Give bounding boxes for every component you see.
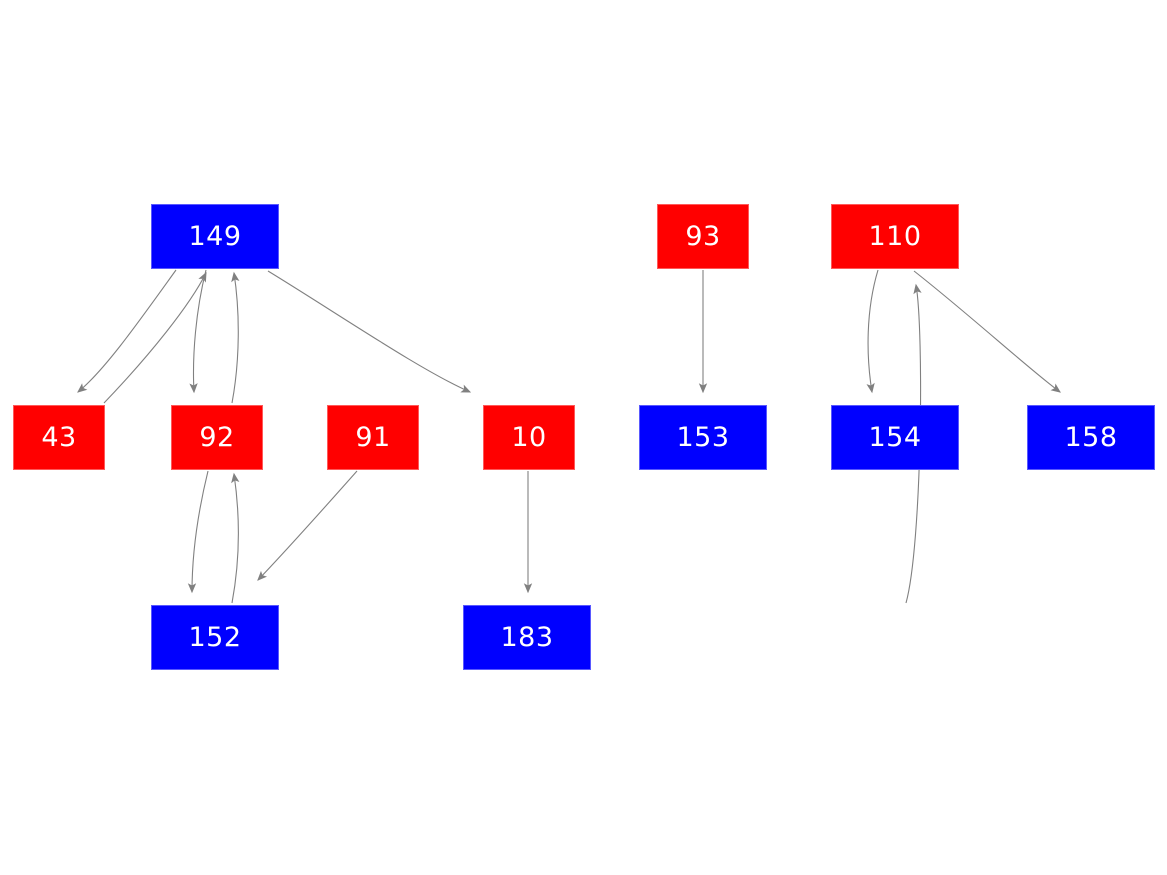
graph-node-label: 92 bbox=[199, 422, 235, 453]
graph-node-110[interactable]: 110 bbox=[831, 204, 959, 269]
graph-node-93[interactable]: 93 bbox=[657, 204, 749, 269]
graph-node-154[interactable]: 154 bbox=[831, 405, 959, 470]
graph-node-label: 183 bbox=[500, 622, 554, 653]
graph-node-label: 149 bbox=[188, 221, 242, 252]
graph-node-label: 10 bbox=[511, 422, 547, 453]
graph-edge-152-to-92 bbox=[231, 472, 240, 604]
graph-edge-92-to-152 bbox=[187, 470, 209, 594]
graph-node-10[interactable]: 10 bbox=[483, 405, 575, 470]
graph-node-158[interactable]: 158 bbox=[1027, 405, 1155, 470]
graph-node-149[interactable]: 149 bbox=[151, 204, 279, 269]
graph-node-43[interactable]: 43 bbox=[13, 405, 105, 470]
graph-edge-149-to-92 bbox=[189, 269, 207, 394]
graph-edge-149-to-10 bbox=[267, 270, 472, 393]
graph-node-label: 153 bbox=[676, 422, 730, 453]
graph-node-label: 158 bbox=[1064, 422, 1118, 453]
graph-node-label: 152 bbox=[188, 622, 242, 653]
graph-node-92[interactable]: 92 bbox=[171, 405, 263, 470]
graph-node-183[interactable]: 183 bbox=[463, 605, 591, 670]
graph-edge-110-to-154 bbox=[866, 269, 879, 394]
graph-edge-91-to-152 bbox=[257, 470, 358, 581]
graph-edge-110-to-158 bbox=[913, 270, 1061, 393]
graph-node-label: 93 bbox=[685, 221, 721, 252]
graph-edge-43-to-149 bbox=[103, 271, 207, 404]
graph-node-label: 91 bbox=[355, 422, 391, 453]
graph-node-153[interactable]: 153 bbox=[639, 405, 767, 470]
graph-node-label: 43 bbox=[41, 422, 77, 453]
graph-node-91[interactable]: 91 bbox=[327, 405, 419, 470]
graph-node-152[interactable]: 152 bbox=[151, 605, 279, 670]
graph-edge-149-to-43 bbox=[77, 269, 177, 393]
graph-edge-92-to-149 bbox=[231, 271, 240, 404]
graph-node-label: 154 bbox=[868, 422, 922, 453]
graph-node-label: 110 bbox=[868, 221, 922, 252]
